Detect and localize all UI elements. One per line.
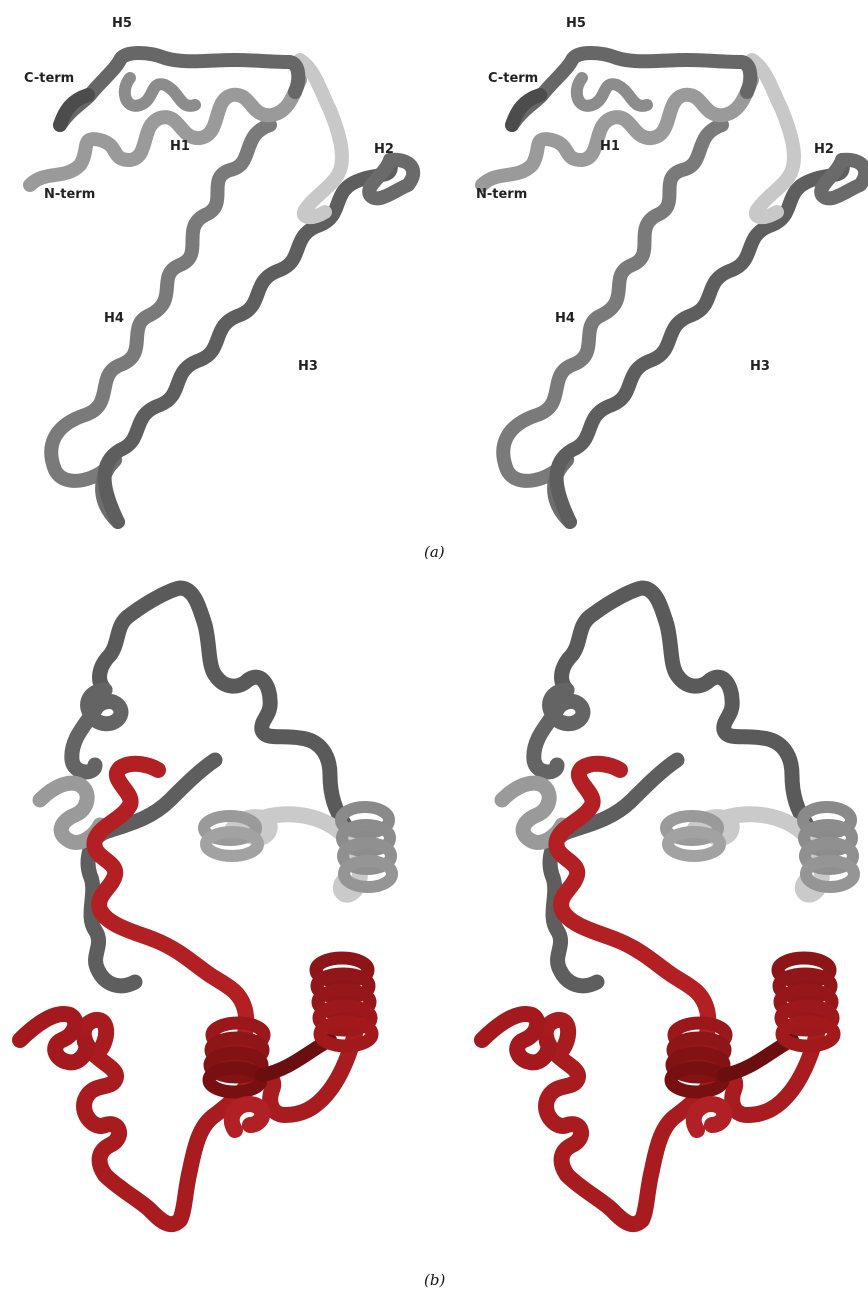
label-h5: H5 [566,16,586,31]
caption-b: (b) [424,1271,445,1289]
label-h1: H1 [600,139,620,154]
label-n-term: N-term [476,187,527,202]
label-c-term: C-term [488,71,538,86]
label-h5: H5 [112,16,132,31]
panel-a-stereo-pair: H5 C-term H1 N-term H2 H4 H3 H5 C-term H… [0,0,868,545]
label-h3: H3 [750,359,770,374]
label-h2: H2 [374,142,394,157]
label-h1: H1 [170,139,190,154]
label-n-term: N-term [44,187,95,202]
panel-b-left-structure [20,588,392,1224]
label-h4: H4 [555,311,575,326]
panel-b-right-structure [482,588,854,1224]
label-c-term: C-term [24,71,74,86]
label-h2: H2 [814,142,834,157]
label-h3: H3 [298,359,318,374]
panel-a-right-structure [482,53,865,522]
label-h4: H4 [104,311,124,326]
panel-b-stereo-pair [0,570,868,1275]
caption-a: (a) [424,543,445,561]
panel-a-left-structure [30,53,413,522]
